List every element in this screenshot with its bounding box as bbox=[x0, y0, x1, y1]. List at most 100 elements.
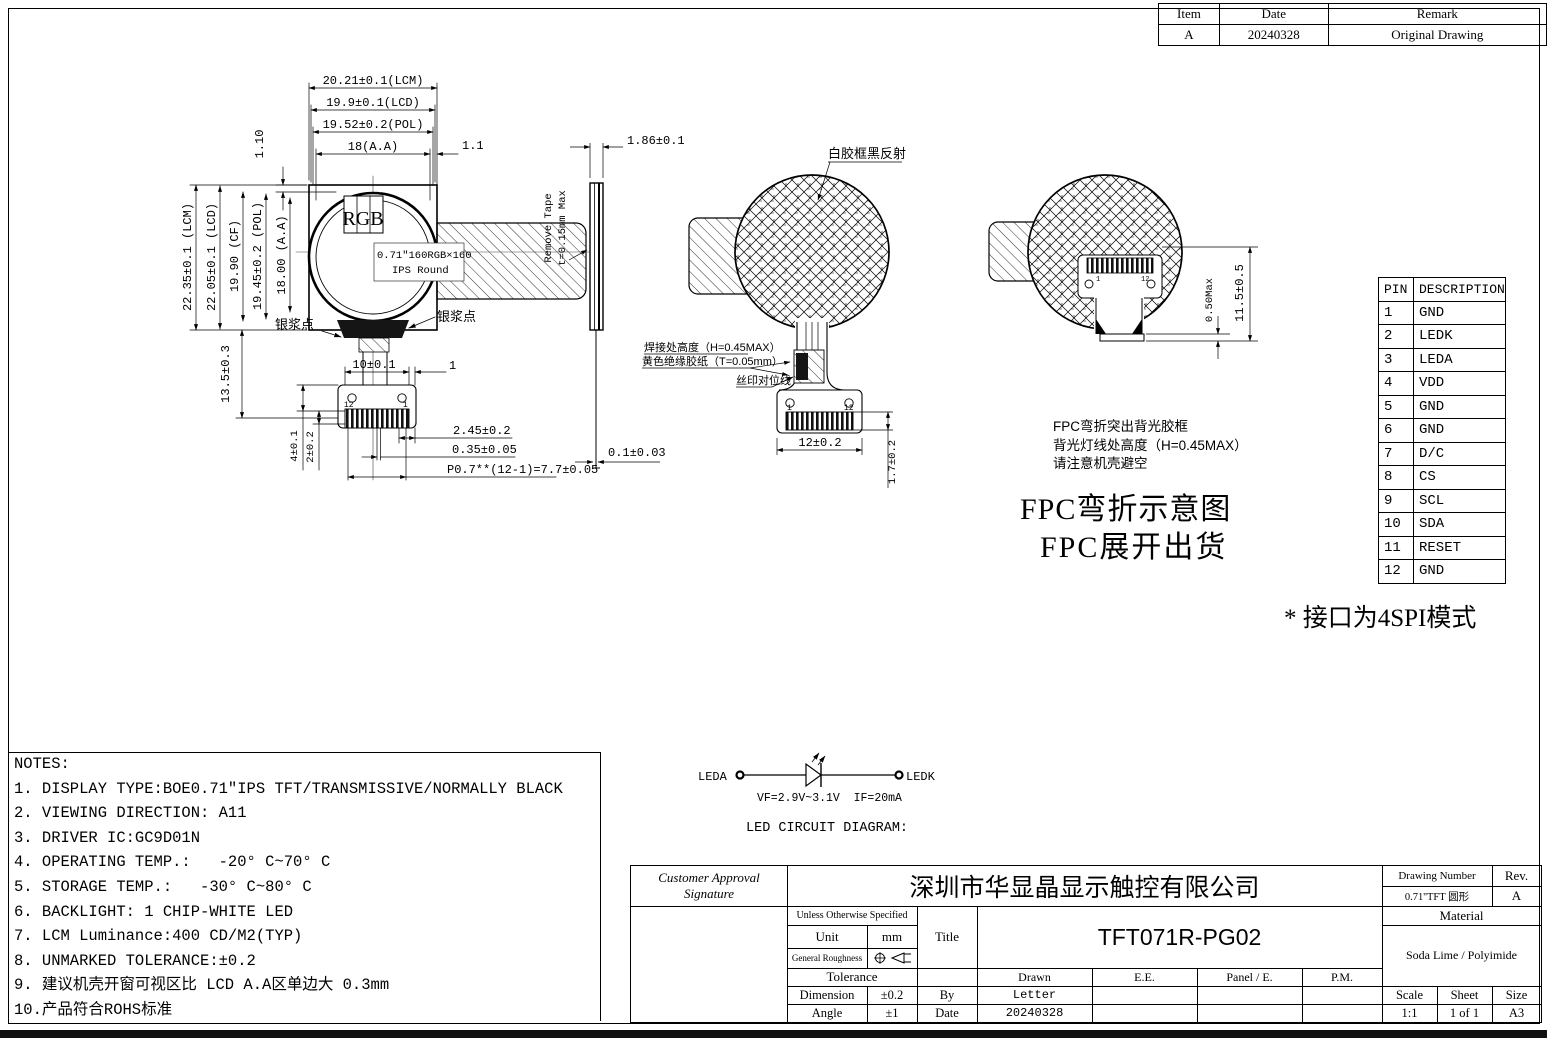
panel-description: 0.71″160RGB×160 IPS Round bbox=[373, 242, 472, 282]
note-item: 4. OPERATING TEMP.: -20° C~70° C bbox=[14, 853, 331, 872]
revision-col-date: Date bbox=[1218, 3, 1329, 25]
led-spec: VF=2.9V~3.1V IF=20mA bbox=[757, 792, 902, 805]
dim-protrusion: 0.50Max bbox=[1204, 278, 1216, 322]
unfolded-connector: 1 12 bbox=[776, 389, 863, 434]
folded-connector: 1 12 bbox=[1077, 254, 1163, 299]
tolerance-label: Tolerance bbox=[826, 969, 878, 984]
drawing-number-value: 0.71''TFT 圆形 bbox=[1404, 891, 1470, 903]
title-label: Title bbox=[934, 929, 960, 944]
pm-label: P.M. bbox=[1330, 969, 1353, 984]
side-view: 1.86±0.1 Remove Tape t=0.15mm Max 0.1±0.… bbox=[543, 134, 685, 469]
rgb-pixel-box: RGB bbox=[342, 195, 384, 234]
dim-2: 2±0.2 bbox=[305, 431, 317, 463]
led-circuit-diagram: LEDA LEDK VF=2.9V~3.1V IF=20mA LED CIRCU… bbox=[698, 752, 936, 836]
part-number: TFT071R-PG02 bbox=[1097, 923, 1262, 950]
unit-value: mm bbox=[881, 928, 903, 944]
material-label: Material bbox=[1439, 907, 1484, 923]
note-item: 8. UNMARKED TOLERANCE:±0.2 bbox=[14, 951, 256, 970]
leda-label: LEDA bbox=[698, 770, 728, 784]
sheet-label: Sheet bbox=[1450, 987, 1479, 1002]
pin-desc: GND bbox=[1413, 394, 1506, 419]
angle-label: Angle bbox=[811, 1005, 843, 1020]
solder-fingers bbox=[796, 353, 808, 380]
pin-desc: GND bbox=[1413, 300, 1506, 325]
alignment-hole bbox=[1084, 279, 1094, 289]
pin-number-1: 1 bbox=[403, 401, 408, 410]
sheet-bottom-strip bbox=[0, 1030, 1547, 1038]
ledk-terminal bbox=[894, 770, 904, 780]
solder-height-note: 焊接处高度（H=0.45MAX） bbox=[644, 340, 781, 354]
note-item: 5. STORAGE TEMP.: -30° C~80° C bbox=[14, 877, 312, 896]
roughness-icon bbox=[874, 952, 911, 964]
silkscreen-note: 丝印对位线 bbox=[736, 373, 791, 387]
roughness-symbol-cell bbox=[867, 948, 917, 968]
dim-fpc-thickness: 0.1±0.03 bbox=[608, 446, 666, 460]
ee-label: E.E. bbox=[1134, 969, 1155, 984]
dim-connector-width: 12±0.2 bbox=[798, 436, 841, 450]
rgb-label: RGB bbox=[342, 208, 383, 230]
pin-number-12: 12 bbox=[1141, 276, 1149, 284]
drawing-number-label: Drawing Number bbox=[1398, 870, 1476, 882]
drawn-label: Drawn bbox=[1018, 969, 1051, 984]
dim-fpc-length: 13.5±0.3 bbox=[219, 345, 233, 403]
note-item: 6. BACKLIGHT: 1 CHIP-WHITE LED bbox=[14, 902, 294, 921]
revision-item: A bbox=[1158, 24, 1220, 46]
dim-245: 2.45±0.2 bbox=[453, 424, 511, 438]
silver-paste-neck bbox=[337, 320, 409, 386]
sheet-border bbox=[8, 8, 1540, 1024]
revision-col-item: Item bbox=[1158, 3, 1220, 25]
fpc-note-line2: 背光灯线处高度（H=0.45MAX） bbox=[1053, 437, 1248, 453]
dim-pol-width: 19.52±0.2(POL) bbox=[323, 118, 424, 132]
pin-desc: SDA bbox=[1413, 512, 1506, 537]
angle-tolerance: ±1 bbox=[885, 1005, 899, 1020]
side-dimensions: 1.86±0.1 Remove Tape t=0.15mm Max 0.1±0.… bbox=[543, 134, 685, 465]
note-item: 10.产品符合ROHS标准 bbox=[14, 1000, 173, 1019]
dim-aa-height: 18.00 (A.A) bbox=[275, 215, 289, 294]
panel-e-label: Panel / E. bbox=[1226, 969, 1273, 984]
customer-approval-cell: Customer Approval Signature bbox=[631, 866, 787, 906]
fpc-bottom-bar bbox=[1099, 333, 1145, 342]
sheet-value: 1 of 1 bbox=[1449, 1005, 1480, 1020]
pin-desc: GND bbox=[1413, 418, 1506, 443]
customer-approval-line2: Signature bbox=[683, 886, 735, 901]
note-item: 1. DISPLAY TYPE:BOE0.71″IPS TFT/TRANSMIS… bbox=[14, 779, 563, 798]
pin-no: 11 bbox=[1378, 535, 1414, 560]
dim-lcd-height: 22.05±0.1 (LCD) bbox=[205, 203, 219, 311]
notes-box bbox=[8, 752, 601, 1021]
scale-label: Scale bbox=[1395, 987, 1424, 1002]
front-bottom-dimensions: 10±0.1 1 2.45±0.2 0.35±0.05 P0.7**(12-1)… bbox=[344, 358, 598, 481]
note-item: 9. 建议机壳开窗可视区比 LCD A.A区单边大 0.3mm bbox=[14, 976, 390, 995]
dim-finger-height: 1.7±0.2 bbox=[887, 440, 899, 484]
folded-dimensions: 0.50Max 11.5±0.5 bbox=[1146, 246, 1258, 359]
pin-desc: SCL bbox=[1413, 488, 1506, 513]
note-item: 2. VIEWING DIRECTION: A11 bbox=[14, 804, 247, 823]
silver-paste-callouts: 银浆点 银浆点 bbox=[275, 309, 476, 338]
unfolded-view: 1 12 白胶框黑反射 焊接处高度（H=0.45MAX） 黄色绝缘胶纸（T=0.… bbox=[642, 146, 906, 488]
pin-desc: LEDK bbox=[1413, 324, 1506, 349]
revision-table: Item Date Remark A 20240328 Original Dra… bbox=[1158, 3, 1547, 46]
folded-neck bbox=[1094, 296, 1145, 342]
unfolded-callouts: 白胶框黑反射 焊接处高度（H=0.45MAX） 黄色绝缘胶纸（T=0.05mm）… bbox=[642, 146, 906, 388]
size-label: Size bbox=[1505, 987, 1528, 1002]
pin-desc: CS bbox=[1413, 465, 1506, 490]
company-name: 深圳市华显晶显示触控有限公司 bbox=[909, 875, 1260, 902]
alignment-hole bbox=[785, 398, 795, 408]
pin-number-1: 1 bbox=[1096, 276, 1100, 284]
pin-desc: LEDA bbox=[1413, 347, 1506, 372]
front-view: RGB 0.71″160RGB×160 IPS Round 12 bbox=[181, 74, 599, 481]
panel-type-text: 0.71″160RGB×160 bbox=[377, 250, 472, 262]
front-fpc-tail bbox=[436, 222, 587, 300]
pin-no: 3 bbox=[1378, 347, 1414, 372]
side-stack-outline bbox=[589, 182, 604, 331]
dim-lcm-height: 22.35±0.1 (LCM) bbox=[181, 203, 195, 311]
dim-pitch: P0.7**(12-1)=7.7±0.05 bbox=[447, 463, 598, 477]
